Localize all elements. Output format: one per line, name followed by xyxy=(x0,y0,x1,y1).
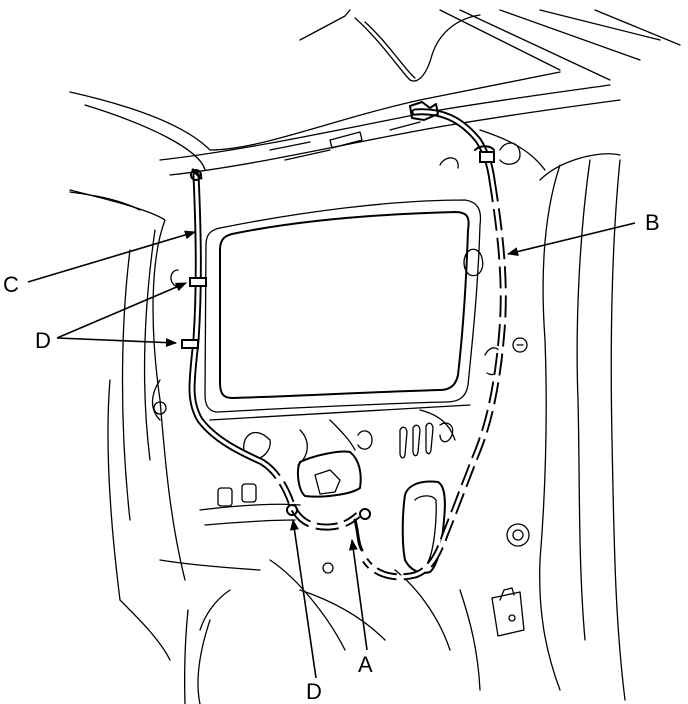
drain-hose-c xyxy=(181,168,266,466)
leader-lines xyxy=(27,222,636,679)
clip-b-upper xyxy=(479,151,495,163)
callout-d-left: D xyxy=(35,328,51,353)
callout-a: A xyxy=(358,652,373,677)
drain-hose-c-hidden-section xyxy=(260,459,371,552)
callout-d-bottom: D xyxy=(306,679,322,704)
clip-d-upper xyxy=(189,277,207,287)
drain-hose-b xyxy=(362,101,507,581)
callout-b: B xyxy=(645,210,660,235)
clip-d-lower xyxy=(181,339,199,349)
callout-c: C xyxy=(3,272,19,297)
body-panel-outlines xyxy=(69,9,681,704)
